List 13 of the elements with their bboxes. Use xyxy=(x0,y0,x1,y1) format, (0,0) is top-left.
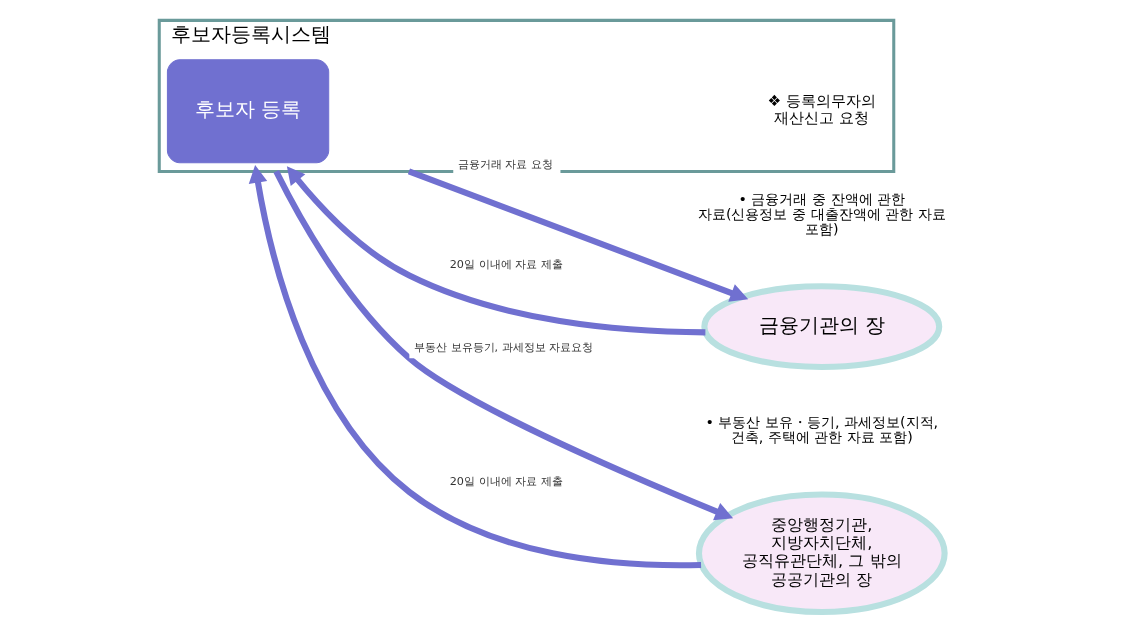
edge-label: 부동산 보유등기, 과세정보 자료요청 xyxy=(413,340,594,354)
label: ❖ 등록의무자의 재산신고 요청 xyxy=(767,92,877,128)
node-label: • 부동산 보유・등기, 과세정보(지적, 건축, 주택에 관한 자료 포함) xyxy=(705,413,939,446)
edge-label: 20일 이내에 자료 제출 xyxy=(449,258,563,272)
arrow xyxy=(273,170,734,521)
edge-label: 금융거래 자료 요청 xyxy=(457,158,553,172)
arrow xyxy=(248,164,702,569)
node-box: 후보자 등록 xyxy=(166,59,330,164)
node-ellipse: 중앙행정기관, 지방자치단체, 공직유관단체, 그 밖의 공공기관의 장 xyxy=(695,491,948,616)
node-label: • 금융거래 중 잔액에 관한 자료(신용정보 중 대출잔액에 관한 자료 포함) xyxy=(697,190,946,238)
arrow xyxy=(407,168,749,302)
arrow xyxy=(286,166,706,336)
edge-label: 20일 이내에 자료 제출 xyxy=(449,474,563,488)
